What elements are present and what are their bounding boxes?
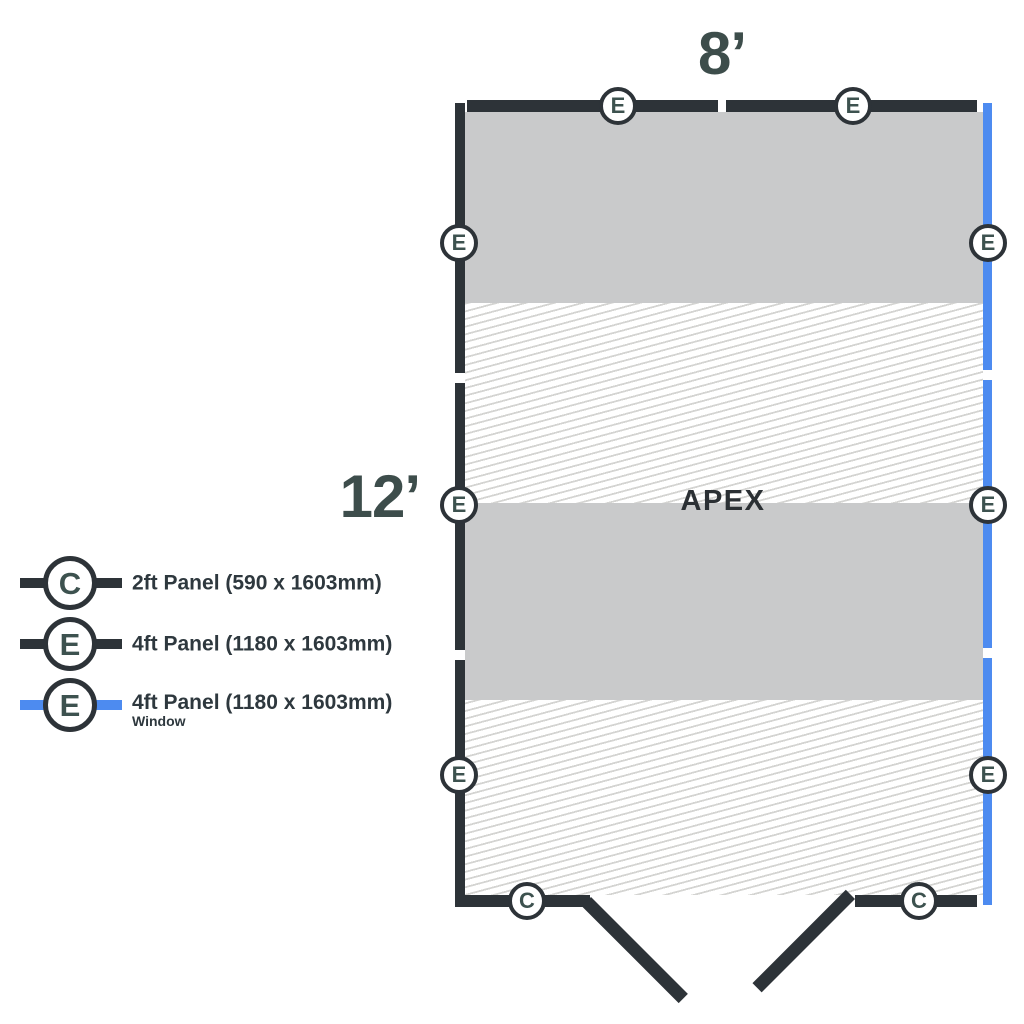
panel-badge: C	[900, 882, 938, 920]
legend-panel-badge: E	[43, 678, 97, 732]
panel-badge: E	[969, 756, 1007, 794]
panel-badge: E	[440, 756, 478, 794]
panel-badge-letter: E	[980, 762, 996, 787]
panel-badge: E	[969, 486, 1007, 524]
panel-band-hatched-1	[465, 303, 983, 503]
panel-badge: E	[599, 87, 637, 125]
width-dimension-label: 8’	[697, 20, 747, 87]
door-leaf-right	[752, 889, 855, 993]
panel-badge-letter: E	[451, 230, 467, 255]
panel-badge: E	[834, 87, 872, 125]
panel-band-hatched-2	[465, 700, 983, 895]
legend-label: 4ft Panel (1180 x 1603mm)	[132, 632, 393, 656]
legend-panel-badge: E	[43, 617, 97, 671]
legend-label-main: 4ft Panel (1180 x 1603mm)	[132, 691, 393, 714]
panel-badge-letter: E	[980, 492, 996, 517]
height-dimension-label: 12’	[339, 463, 421, 530]
panel-badge-letter: E	[980, 230, 996, 255]
panel-badge-letter: E	[451, 762, 467, 787]
panel-badge-letter: E	[610, 93, 626, 118]
shed-style-label: APEX	[680, 485, 766, 517]
legend-badge-letter: E	[59, 687, 81, 723]
panel-badge: E	[440, 224, 478, 262]
panel-badge: E	[440, 486, 478, 524]
panel-badge-letter: C	[911, 888, 927, 913]
legend-label: 4ft Panel (1180 x 1603mm) Window	[132, 691, 392, 729]
top-wall-segment	[467, 100, 718, 112]
panel-badge: C	[508, 882, 546, 920]
legend: C 2ft Panel (590 x 1603mm) E 4ft Panel (…	[0, 540, 440, 760]
door-leaf-left	[581, 897, 688, 1004]
panel-badge-letter: E	[845, 93, 861, 118]
legend-label: 2ft Panel (590 x 1603mm)	[132, 571, 382, 595]
legend-badge-letter: E	[59, 626, 81, 662]
panel-badge: E	[969, 224, 1007, 262]
legend-panel-badge: C	[43, 556, 97, 610]
panel-badge-letter: E	[451, 492, 467, 517]
legend-label-sub: Window	[132, 713, 186, 730]
panel-band-solid-2	[465, 503, 983, 700]
legend-badge-letter: C	[58, 565, 82, 601]
panel-band-solid-1	[465, 112, 983, 303]
panel-badge-letter: C	[519, 888, 535, 913]
